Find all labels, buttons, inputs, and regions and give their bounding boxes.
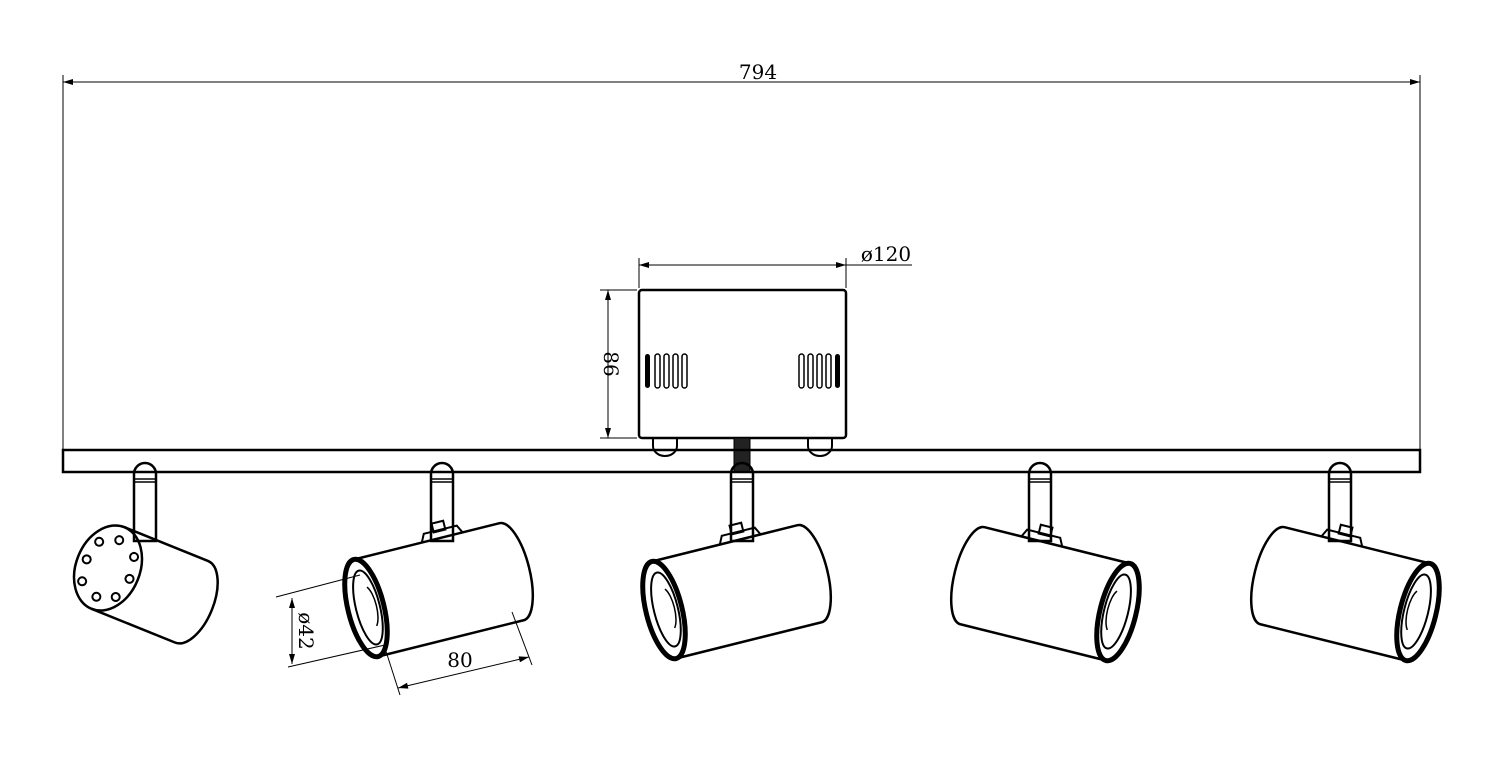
spotlight-4 bbox=[943, 507, 1152, 665]
spot-diameter-label: ø42 bbox=[294, 612, 318, 650]
track-bar bbox=[61, 448, 1422, 474]
vent-slots-right bbox=[798, 353, 840, 389]
spot-length-label: 80 bbox=[447, 648, 472, 672]
overall-length-label: 794 bbox=[739, 60, 777, 84]
canopy-height-label: 86 bbox=[599, 351, 623, 376]
canopy-diameter-label: ø120 bbox=[861, 242, 911, 266]
spotlight-2 bbox=[333, 503, 542, 661]
spotlight-1 bbox=[72, 524, 219, 645]
spotlight-3 bbox=[631, 505, 840, 663]
spotlight-5 bbox=[1243, 507, 1452, 665]
spot-dimensions: ø42 80 bbox=[275, 574, 533, 696]
overall-length-dimension: 794 bbox=[62, 60, 1421, 450]
vent-slots-left bbox=[645, 353, 688, 389]
canopy-box: ø120 86 bbox=[599, 242, 912, 473]
